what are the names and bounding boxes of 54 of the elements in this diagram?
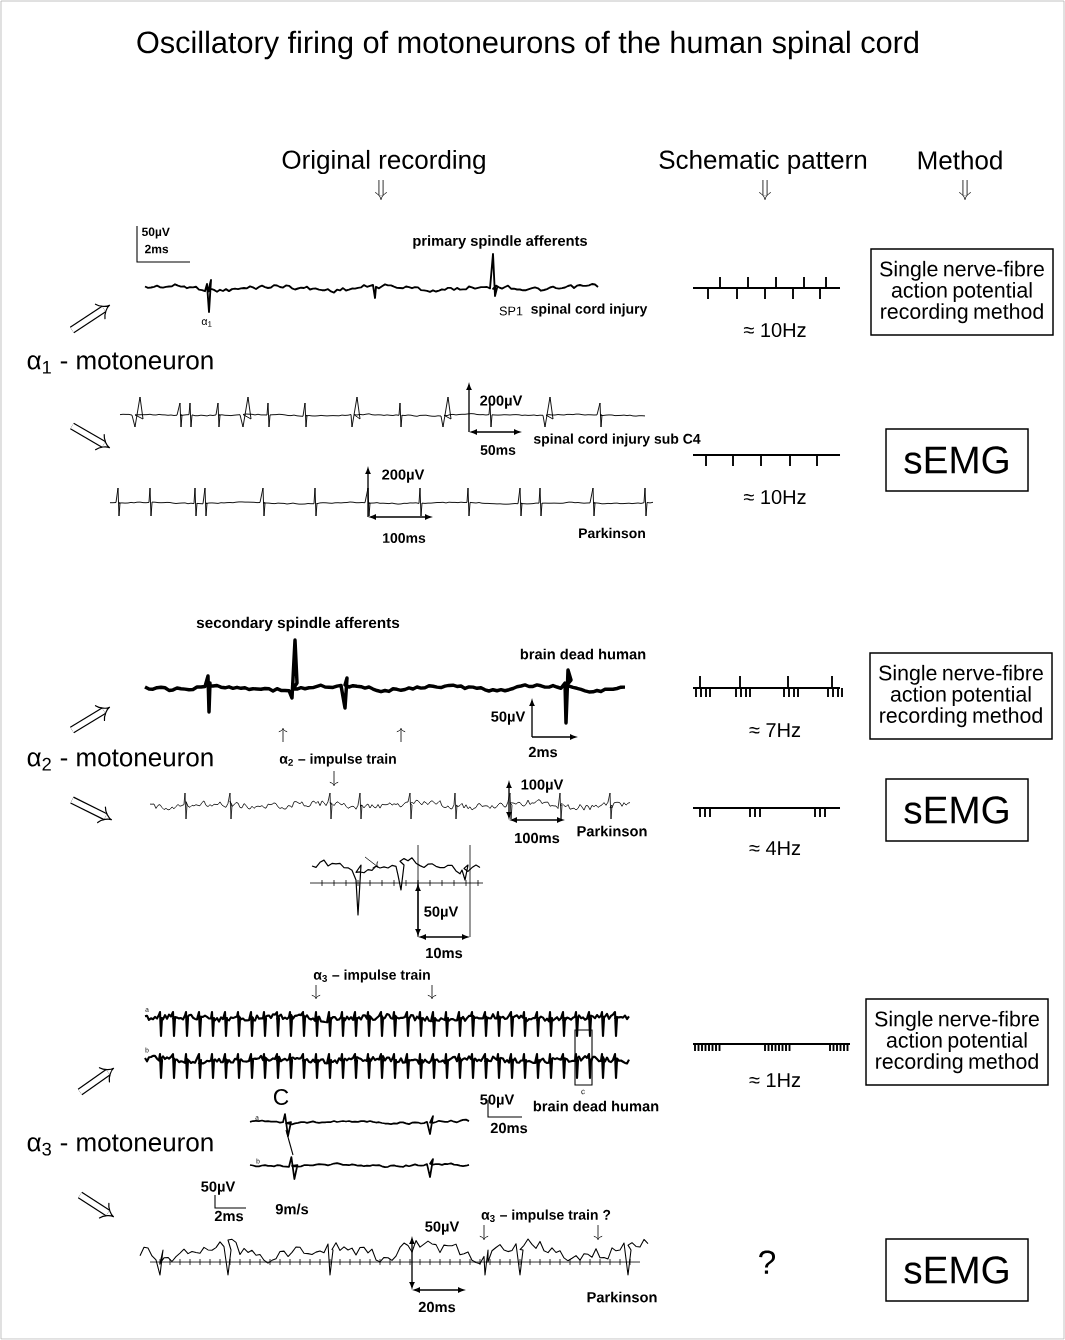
neuron-label: α$_{3}$ - motoneuron	[27, 1134, 213, 1156]
annotation: 9m/s	[275, 1203, 309, 1215]
annotation: secondary spindle afferents	[196, 616, 400, 632]
method-box: sEMG	[885, 778, 1029, 842]
neuron-label: α$_{1}$ - motoneuron	[27, 352, 213, 374]
scale-label: 50µV	[425, 1221, 460, 1235]
trace-label: c	[581, 1089, 585, 1095]
method-box: Single nerve-fibre action potential recording method	[869, 652, 1053, 740]
annotation: spinal cord injury	[531, 303, 648, 317]
scale-label: 50ms	[480, 445, 516, 455]
title: Oscillatory firing of motoneurons of the human spinal cord	[137, 30, 918, 60]
scale-label: 2ms	[528, 746, 558, 758]
scale-label: 50µV	[491, 711, 526, 725]
method-box: Single nerve-fibre action potential recording method	[865, 998, 1049, 1086]
scale-label: 20ms	[418, 1301, 456, 1313]
scale-label: 50µV	[424, 906, 459, 920]
frequency-label: ≈ 10Hz	[743, 489, 806, 505]
scale-label: 2ms	[214, 1210, 244, 1222]
question-mark: ?	[759, 1250, 776, 1274]
column-header: Original recording	[282, 149, 485, 175]
method-box: sEMG	[885, 1238, 1029, 1302]
annotation: primary spindle afferents	[413, 235, 587, 249]
panel-letter: C	[273, 1089, 289, 1106]
frequency-label: ≈ 10Hz	[743, 322, 806, 338]
scale-label: 200µV	[480, 395, 523, 409]
annotation: Parkinson	[577, 825, 647, 837]
scale-label: 50µV	[142, 227, 170, 239]
annotation: Parkinson	[579, 527, 645, 539]
frequency-label: ≈ 7Hz	[749, 723, 801, 737]
neuron-label: α$_{2}$ - motoneuron	[27, 749, 213, 771]
scale-label: 100ms	[383, 533, 426, 543]
scale-label: 10ms	[426, 947, 463, 959]
column-header: Method	[918, 150, 1002, 170]
trace-label: SP1	[499, 306, 523, 316]
annotation: spinal cord injury sub C4	[533, 433, 701, 447]
scale-label: 50µV	[201, 1181, 236, 1195]
column-header: Schematic pattern	[659, 149, 867, 175]
annotation: brain dead human	[520, 648, 646, 660]
frequency-label: ≈ 1Hz	[749, 1073, 801, 1087]
trace-label: α$_{1}$	[201, 319, 212, 327]
annotation: α$_{2}$ – impulse train	[279, 753, 396, 767]
method-box: Single nerve-fibre action potential recording method	[870, 248, 1054, 336]
scale-label: 200µV	[382, 469, 425, 483]
scale-label: 50µV	[480, 1094, 515, 1108]
annotation: α$_{3}$ – impulse train	[313, 969, 430, 983]
scale-label: 20ms	[490, 1122, 528, 1134]
annotation: α$_{3}$ – impulse train ?	[481, 1209, 611, 1223]
annotation: Parkinson	[587, 1291, 657, 1303]
scale-label: 100ms	[515, 832, 560, 844]
scale-label: 100µV	[521, 779, 564, 793]
scale-label: 2ms	[145, 244, 169, 254]
frequency-label: ≈ 4Hz	[749, 841, 801, 855]
method-box: sEMG	[885, 428, 1029, 492]
annotation: brain dead human	[533, 1100, 659, 1112]
